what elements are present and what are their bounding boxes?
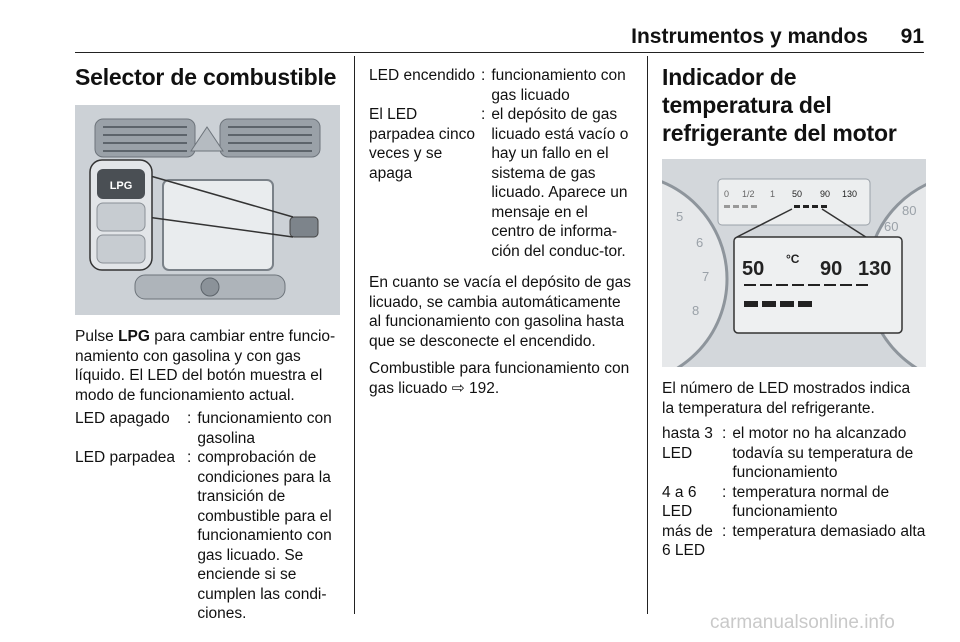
dial-label: 80: [902, 203, 916, 218]
temperature-unit: °C: [786, 252, 800, 266]
zoom-scale-label: 130: [858, 258, 891, 280]
row-key: LED parpadea: [75, 449, 175, 466]
section-heading: Selector de combustible: [75, 64, 337, 90]
row-separator: :: [722, 483, 727, 501]
row-key: hasta 3 LED: [662, 425, 713, 462]
row-separator: :: [187, 449, 192, 466]
table-row: 4 a 6 LED : temperatura normal de funcio…: [662, 483, 926, 522]
watermark: carmanualsonline.info: [710, 612, 895, 633]
row-separator: :: [481, 67, 486, 84]
svg-text:0: 0: [724, 189, 729, 199]
table-row: El LED parpadea cinco veces y se apaga :…: [369, 105, 634, 261]
row-value: funcionamiento con gas licuado: [491, 67, 626, 104]
row-separator: :: [722, 522, 727, 540]
dial-label: 60: [884, 219, 898, 234]
column-2: LED encendido : funcionamiento con gas l…: [369, 56, 634, 398]
row-separator: :: [481, 106, 486, 123]
table-row: LED encendido : funcionamiento con gas l…: [369, 66, 634, 105]
svg-text:1: 1: [770, 189, 775, 199]
table-row: LED apagado : funcionamiento con gasolin…: [75, 409, 340, 448]
dial-label: 6: [696, 235, 703, 250]
row-value: temperatura normal de funcionamiento: [732, 483, 890, 521]
svg-text:90: 90: [820, 189, 830, 199]
row-separator: :: [722, 425, 727, 442]
column-1: Selector de combustible: [75, 56, 340, 624]
chapter-title: Instrumentos y mandos: [631, 25, 868, 48]
dashboard-illustration: LPG: [75, 105, 340, 315]
row-value: comprobación de condiciones para la tran…: [197, 449, 332, 622]
table-row: más de 6 LED : temperatura demasiado alt…: [662, 522, 926, 561]
row-key: más de 6 LED: [662, 522, 713, 560]
cross-reference-paragraph[interactable]: Combustible para funcionamiento con gas …: [369, 360, 630, 397]
led-count-table: hasta 3 LED : el motor no ha alcanzado t…: [662, 424, 926, 561]
dial-label: 5: [676, 209, 683, 224]
page-number: 91: [900, 25, 924, 48]
intro-paragraph: Pulse LPG para cambiar entre funcio-nami…: [75, 328, 336, 404]
led-status-table: LED apagado : funcionamiento con gasolin…: [75, 409, 340, 624]
column-3: Indicador de temperatura del refrigerant…: [662, 56, 926, 561]
page-header: Instrumentos y mandos 91: [75, 22, 924, 53]
row-key: LED apagado: [75, 410, 170, 427]
paragraph: En cuanto se vacía el depósito de gas li…: [369, 274, 631, 350]
row-value: el motor no ha alcanzado todavía su temp…: [732, 425, 914, 481]
dial-label: 7: [702, 269, 709, 284]
row-value: funcionamiento con gasolina: [197, 410, 332, 447]
row-key: LED encendido: [369, 67, 475, 84]
led-status-table-continued: LED encendido : funcionamiento con gas l…: [369, 66, 634, 261]
section-heading: Indicador de temperatura del refrigerant…: [662, 64, 897, 146]
paragraph: El número de LED mostrados indica la tem…: [662, 380, 911, 417]
row-key: El LED parpadea cinco veces y se apaga: [369, 106, 475, 182]
svg-text:50: 50: [792, 189, 802, 199]
dial-label: 8: [692, 303, 699, 318]
table-row: LED parpadea : comprobación de condicion…: [75, 448, 340, 624]
svg-text:1/2: 1/2: [742, 189, 755, 199]
column-divider: [354, 56, 355, 614]
svg-text:130: 130: [842, 189, 857, 199]
lpg-button-label: LPG: [110, 180, 133, 192]
row-value: temperatura demasiado alta: [732, 522, 926, 540]
gauge-illustration: 5 6 7 8 60 80 0 1/2 1 50 90 130: [662, 159, 926, 367]
row-key: 4 a 6 LED: [662, 483, 697, 521]
fuel-selector-figure: LPG: [75, 105, 340, 315]
lpg-keyword: LPG: [118, 328, 150, 345]
row-value: el depósito de gas licuado está vacío o …: [491, 106, 629, 260]
zoom-scale-label: 90: [820, 258, 842, 280]
row-separator: :: [187, 410, 192, 427]
column-divider: [647, 56, 648, 614]
table-row: hasta 3 LED : el motor no ha alcanzado t…: [662, 424, 926, 483]
zoom-scale-label: 50: [742, 258, 764, 280]
coolant-gauge-figure: 5 6 7 8 60 80 0 1/2 1 50 90 130: [662, 159, 926, 367]
